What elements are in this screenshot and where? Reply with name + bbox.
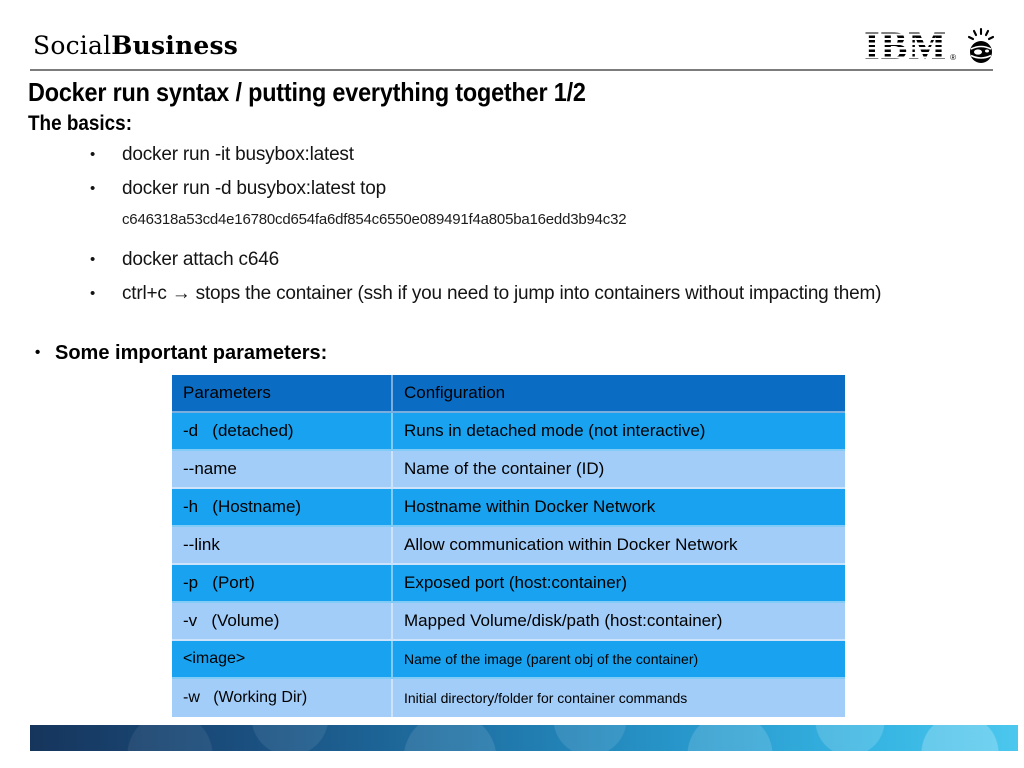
column-header-configuration: Configuration <box>393 375 845 413</box>
config-cell: Initial directory/folder for container c… <box>393 679 845 717</box>
bullet-text: docker run -d busybox:latest top <box>122 178 386 199</box>
ibm-logo: IBM ® <box>862 23 997 69</box>
bullet-text: docker attach c646 <box>122 249 279 270</box>
config-cell: Name of the container (ID) <box>393 451 845 489</box>
table-row: <image> Name of the image (parent obj of… <box>172 641 845 679</box>
bullet-text: docker run -it busybox:latest <box>122 144 354 165</box>
param-cell: --name <box>172 451 393 489</box>
bullet-icon: • <box>90 251 96 268</box>
social-business-logo: SocialBusiness <box>33 33 238 58</box>
bullet-icon: • <box>90 180 96 197</box>
column-header-parameters: Parameters <box>172 375 393 413</box>
config-cell: Mapped Volume/disk/path (host:container) <box>393 603 845 641</box>
basics-bullet-list: • docker run -it busybox:latest • docker… <box>0 142 1010 315</box>
param-cell: -h (Hostname) <box>172 489 393 527</box>
param-cell: -d (detached) <box>172 413 393 451</box>
smarter-planet-globe-icon <box>967 27 995 63</box>
container-id-hash: c646318a53cd4e16780cd654fa6df854c6550e08… <box>122 211 627 228</box>
parameters-table: Parameters Configuration -d (detached) R… <box>172 375 845 717</box>
param-cell: -p (Port) <box>172 565 393 603</box>
list-item: • docker attach c646 <box>0 247 1010 273</box>
table-row: -w (Working Dir) Initial directory/folde… <box>172 679 845 717</box>
header-divider-line <box>30 69 993 71</box>
config-cell: Name of the image (parent obj of the con… <box>393 641 845 679</box>
bullet-icon: • <box>90 146 96 163</box>
brand-social-text: Social <box>33 31 112 60</box>
param-cell: -v (Volume) <box>172 603 393 641</box>
config-cell: Allow communication within Docker Networ… <box>393 527 845 565</box>
brand-business-text: Business <box>111 31 238 60</box>
bullet-icon: • <box>90 285 96 302</box>
param-cell: --link <box>172 527 393 565</box>
table-row: -p (Port) Exposed port (host:container) <box>172 565 845 603</box>
ibm-wordmark-text: IBM <box>864 23 948 69</box>
footer-gradient-banner <box>30 725 1018 751</box>
list-item: • docker run -it busybox:latest <box>0 142 1010 168</box>
param-cell: -w (Working Dir) <box>172 679 393 717</box>
list-item: • ctrl+c → stops the container (ssh if y… <box>0 281 1010 307</box>
table-row: --name Name of the container (ID) <box>172 451 845 489</box>
config-cell: Exposed port (host:container) <box>393 565 845 603</box>
config-cell: Runs in detached mode (not interactive) <box>393 413 845 451</box>
param-cell: <image> <box>172 641 393 679</box>
parameters-heading: Some important parameters: <box>55 342 328 364</box>
bullet-icon: • <box>35 344 41 361</box>
bullet-text: ctrl+c → stops the container (ssh if you… <box>122 283 882 304</box>
slide-title: Docker run syntax / putting everything t… <box>28 77 586 107</box>
table-row: --link Allow communication within Docker… <box>172 527 845 565</box>
table-row: -h (Hostname) Hostname within Docker Net… <box>172 489 845 527</box>
ibm-striped-wordmark: IBM <box>862 23 950 69</box>
basics-heading: The basics: <box>28 112 132 135</box>
parameters-heading-row: • Some important parameters: <box>35 341 327 365</box>
table-row: -d (detached) Runs in detached mode (not… <box>172 413 845 451</box>
list-item: • docker run -d busybox:latest top <box>0 176 1010 202</box>
table-header-row: Parameters Configuration <box>172 375 845 413</box>
config-cell: Hostname within Docker Network <box>393 489 845 527</box>
registered-trademark-symbol: ® <box>950 53 956 62</box>
table-row: -v (Volume) Mapped Volume/disk/path (hos… <box>172 603 845 641</box>
